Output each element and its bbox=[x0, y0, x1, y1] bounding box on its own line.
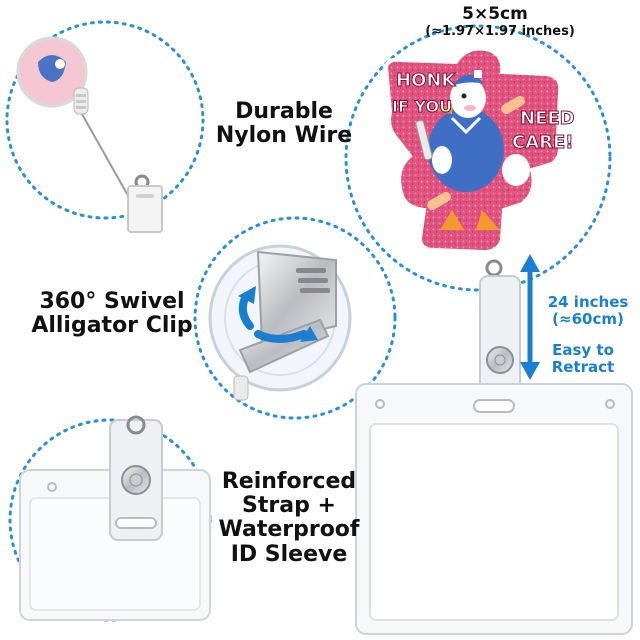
strap-detail bbox=[19, 415, 211, 621]
badge-text-3: NEED bbox=[520, 108, 575, 129]
feature-wire-label: Durable Nylon Wire bbox=[215, 99, 353, 149]
size-inches-label: (≈1.97×1.97 inches) bbox=[425, 24, 575, 39]
feature-clip-label: 360° Swivel Alligator Clip bbox=[31, 289, 193, 339]
wire-detail bbox=[16, 36, 163, 233]
length-arrow bbox=[520, 254, 540, 380]
length-label: 24 inches (≈60cm) bbox=[547, 293, 629, 329]
clip-detail-circle bbox=[193, 216, 397, 420]
clip-detail bbox=[208, 244, 352, 401]
badge-detail-circle bbox=[344, 24, 612, 292]
retract-label: Easy to Retract bbox=[551, 341, 615, 377]
badge-text-4: CARE! bbox=[512, 132, 574, 153]
feature-strap-label: Reinforced Strap + Waterproof ID Sleeve bbox=[218, 469, 360, 567]
size-label: 5×5cm bbox=[462, 4, 528, 24]
badge-text-1: HONK bbox=[396, 70, 456, 91]
wire-detail-circle bbox=[5, 20, 205, 220]
badge-text-2: IF YOU bbox=[392, 97, 452, 116]
id-sleeve bbox=[355, 383, 633, 635]
